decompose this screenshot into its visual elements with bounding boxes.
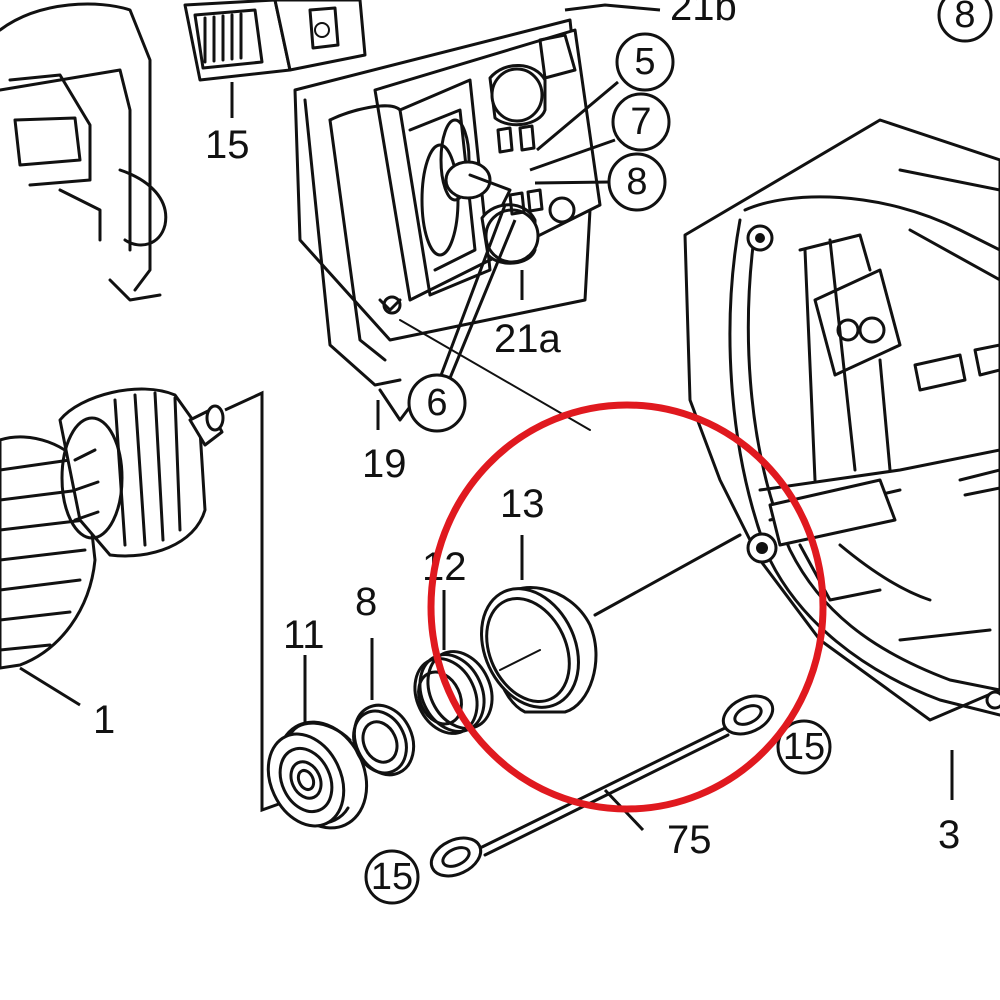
contact-5-label: 5 [634, 41, 655, 83]
contact-8-leader [534, 180, 611, 185]
brush-21a-label: 21a [494, 317, 561, 361]
armature-axis-bracket [224, 390, 291, 813]
sleeve-axis-line [593, 533, 742, 617]
contact-7-callout [611, 92, 671, 152]
terminal-15-left-label: 15 [371, 856, 413, 898]
contact-5-callout [615, 32, 675, 92]
sleeve [480, 586, 598, 714]
terminal-15-right-callout [776, 719, 832, 775]
contact-5-leader [536, 80, 619, 152]
bearing-11-label: 11 [283, 613, 325, 657]
spring-12-label: 12 [422, 545, 467, 589]
contact-7-label: 7 [630, 101, 651, 143]
handle-housing-fragment [0, 2, 168, 302]
connector-6-callout [407, 373, 467, 433]
bearing [266, 720, 369, 830]
armature-1-label: 1 [93, 698, 115, 742]
brush-21b-label: 21b [670, 0, 737, 29]
sleeve-13-label: 13 [500, 482, 545, 526]
armature-1-leader [19, 666, 81, 707]
highlight-circle [427, 401, 827, 813]
contact-7-leader [529, 138, 616, 172]
terminal-15-left-callout [364, 849, 420, 905]
sleeve-axis-inner [499, 649, 541, 671]
brush-21b [488, 64, 547, 154]
contact-8-label: 8 [626, 161, 647, 203]
wire-75-label: 75 [667, 818, 712, 862]
top-right-8-callout [937, 0, 993, 43]
brush-21a [444, 160, 544, 265]
housing-3-label: 3 [938, 813, 960, 857]
holder-19-label: 19 [362, 442, 407, 486]
terminal-15-right-label: 15 [783, 726, 825, 768]
top-right-8-label: 8 [954, 0, 975, 36]
axis-line-upper [399, 319, 591, 431]
armature [0, 387, 225, 670]
brush-21b-leader [564, 3, 661, 12]
washer-8-label: 8 [355, 580, 377, 624]
contact-8-callout [607, 152, 667, 212]
switch-assembly [183, 0, 367, 82]
switch-label: 15 [205, 123, 250, 167]
connector-6-label: 6 [426, 382, 447, 424]
motor-housing [683, 118, 1000, 722]
wire-lead [429, 694, 775, 878]
washer [352, 703, 416, 777]
